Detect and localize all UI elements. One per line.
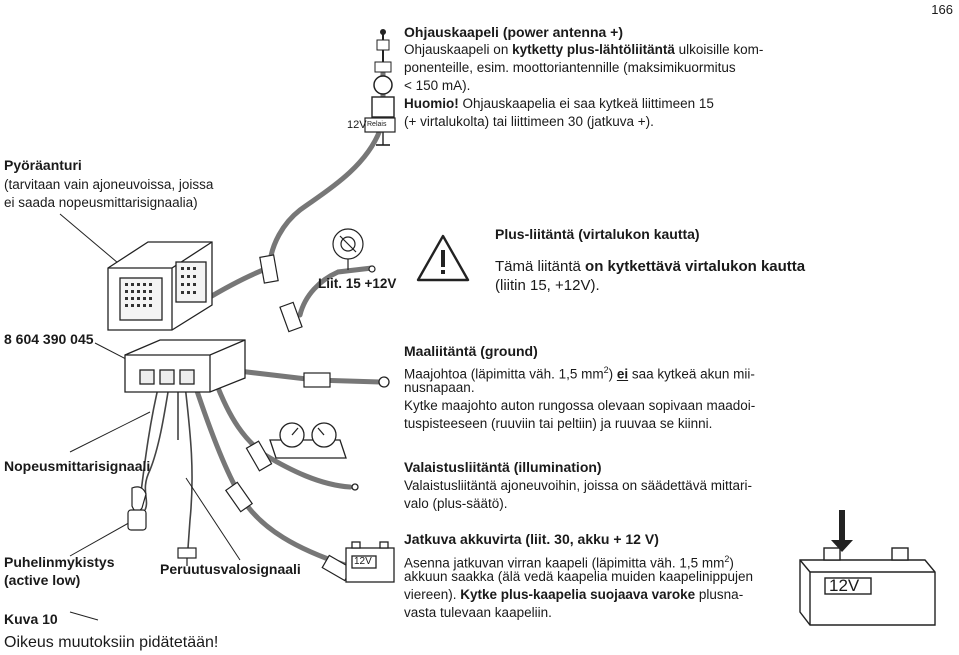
antenna-line-4: Huomio! Ohjauskaapelia ei saa kytkeä lii… — [404, 96, 714, 113]
ground-line-1-sup: 2 — [603, 365, 609, 375]
battery-line-1a: Asenna jatkuvan virran kaapeli (läpimitt… — [404, 555, 725, 571]
antenna-line-2: ponenteille, esim. moottoriantennille (m… — [404, 60, 736, 75]
ground-terminal — [378, 376, 390, 388]
antenna-line-1c: ulkoisille kom- — [674, 42, 764, 57]
battery-wire — [192, 382, 348, 568]
illumination-title: Valaistusliitäntä (illumination) — [404, 459, 602, 475]
battery-large-label: 12V — [829, 576, 860, 595]
sensor-wire — [202, 265, 271, 303]
antenna-assembly — [364, 29, 396, 146]
illumination-line-1: Valaistusliitäntä ajoneuvoihin, joissa o… — [404, 478, 752, 493]
ground-ei: ei — [616, 366, 629, 382]
ground-title: Maaliitäntä (ground) — [404, 343, 538, 359]
battery-line-1b: ) — [729, 555, 734, 571]
ground-line-4: tuspisteeseen (ruuviin tai peltiin) ja r… — [404, 416, 713, 431]
battery-line-4: vasta tulevaan kaapeliin. — [404, 605, 552, 620]
ground-line-1a: Maajohtoa (läpimitta väh. 1,5 mm — [404, 366, 604, 382]
plus-line-1a: Tämä liitäntä — [495, 258, 586, 275]
relay-12v-label: 12V — [347, 119, 367, 131]
antenna-line-4b: Ohjauskaapelia ei saa kytkeä liittimeen … — [458, 96, 714, 111]
battery-line-2: akkuun saakka (älä vedä kaapelia muiden … — [404, 569, 753, 584]
antenna-wire — [267, 127, 383, 265]
ground-line-1b: ) — [608, 366, 617, 382]
part-number: 8 604 390 045 — [4, 331, 94, 347]
wheel-sensor-title: Pyöräanturi — [4, 157, 82, 173]
phone-wire — [139, 379, 161, 501]
radio-connector-block — [107, 241, 213, 331]
phone-mute-label-1: Puhelinmykistys — [4, 554, 115, 570]
inline-connectors — [224, 254, 353, 582]
wheel-sensor-desc-1: (tarvitaan vain ajoneuvoissa, joissa — [4, 177, 214, 192]
page-number: 166 — [931, 2, 953, 17]
connector-pins — [125, 267, 196, 307]
antenna-line-1b: kytketty plus-lähtöliitäntä — [512, 42, 675, 57]
battery-small-icon — [345, 541, 395, 583]
illumination-line-2: valo (plus-säätö). — [404, 496, 508, 511]
battery-small-label: 12V — [354, 556, 372, 567]
figure-number: Kuva 10 — [4, 611, 58, 627]
phone-mute-label-2: (active low) — [4, 572, 81, 588]
antenna-line-1: Ohjauskaapeli on kytketty plus-lähtöliit… — [404, 42, 763, 59]
phone-handset — [127, 486, 147, 531]
battery-line-1-sup: 2 — [724, 554, 730, 564]
radio-unit — [124, 339, 246, 393]
warning-icon — [416, 234, 470, 282]
plus-wire — [297, 265, 375, 318]
footer-note: Oikeus muutoksiin pidätetään! — [4, 634, 219, 651]
battery-line-1: Asenna jatkuvan virran kaapeli (läpimitt… — [404, 551, 734, 572]
antenna-title: Ohjauskaapeli (power antenna +) — [404, 24, 624, 40]
battery-line-3: viereen). Kytke plus-kaapelia suojaava v… — [404, 587, 743, 604]
battery-line-3b: Kytke plus-kaapelia suojaava varoke — [460, 587, 696, 602]
antenna-line-5: (+ virtalukolta) tai liittimeen 30 (jatk… — [404, 114, 654, 129]
battery-large-icon — [799, 547, 936, 626]
reverse-wire — [184, 384, 193, 549]
liit15-label: Liit. 15 +12V — [318, 276, 397, 291]
speed-signal-label: Nopeusmittarisignaali — [4, 458, 151, 474]
speed-wire — [144, 379, 171, 511]
reverse-signal-label: Peruutusvalosignaali — [160, 561, 301, 577]
battery-line-3c: plusna- — [695, 587, 744, 602]
battery-line-3a: viereen). — [404, 587, 461, 602]
antenna-line-1a: Ohjauskaapeli on — [404, 42, 513, 57]
reverse-switch — [177, 547, 197, 566]
instrument-cluster — [269, 422, 359, 491]
plus-line-2: (liitin 15, +12V). — [495, 277, 600, 294]
ground-line-1d: saa kytkeä akun mii- — [628, 366, 755, 382]
battery-arrow — [831, 510, 853, 552]
ground-line-3: Kytke maajohto auton rungossa olevaan so… — [404, 398, 756, 413]
antenna-line-3: < 150 mA). — [404, 78, 471, 93]
ground-line-2: nusnapaan. — [404, 380, 475, 395]
plus-title: Plus-liitäntä (virtalukon kautta) — [495, 226, 700, 242]
antenna-huomio: Huomio! — [404, 96, 459, 111]
plus-line-1b: on kytkettävä virtalukon kautta — [585, 258, 806, 275]
wheel-sensor-desc-2: ei saada nopeusmittarisignaalia) — [4, 195, 198, 210]
battery-title: Jatkuva akkuvirta (liit. 30, akku + 12 V… — [404, 531, 659, 547]
plus-line-1: Tämä liitäntä on kytkettävä virtalukon k… — [495, 258, 806, 276]
ground-line-1: Maajohtoa (läpimitta väh. 1,5 mm2) ei sa… — [404, 362, 755, 383]
ignition-switch — [332, 228, 376, 273]
relay-box-label: Relais — [367, 121, 387, 128]
